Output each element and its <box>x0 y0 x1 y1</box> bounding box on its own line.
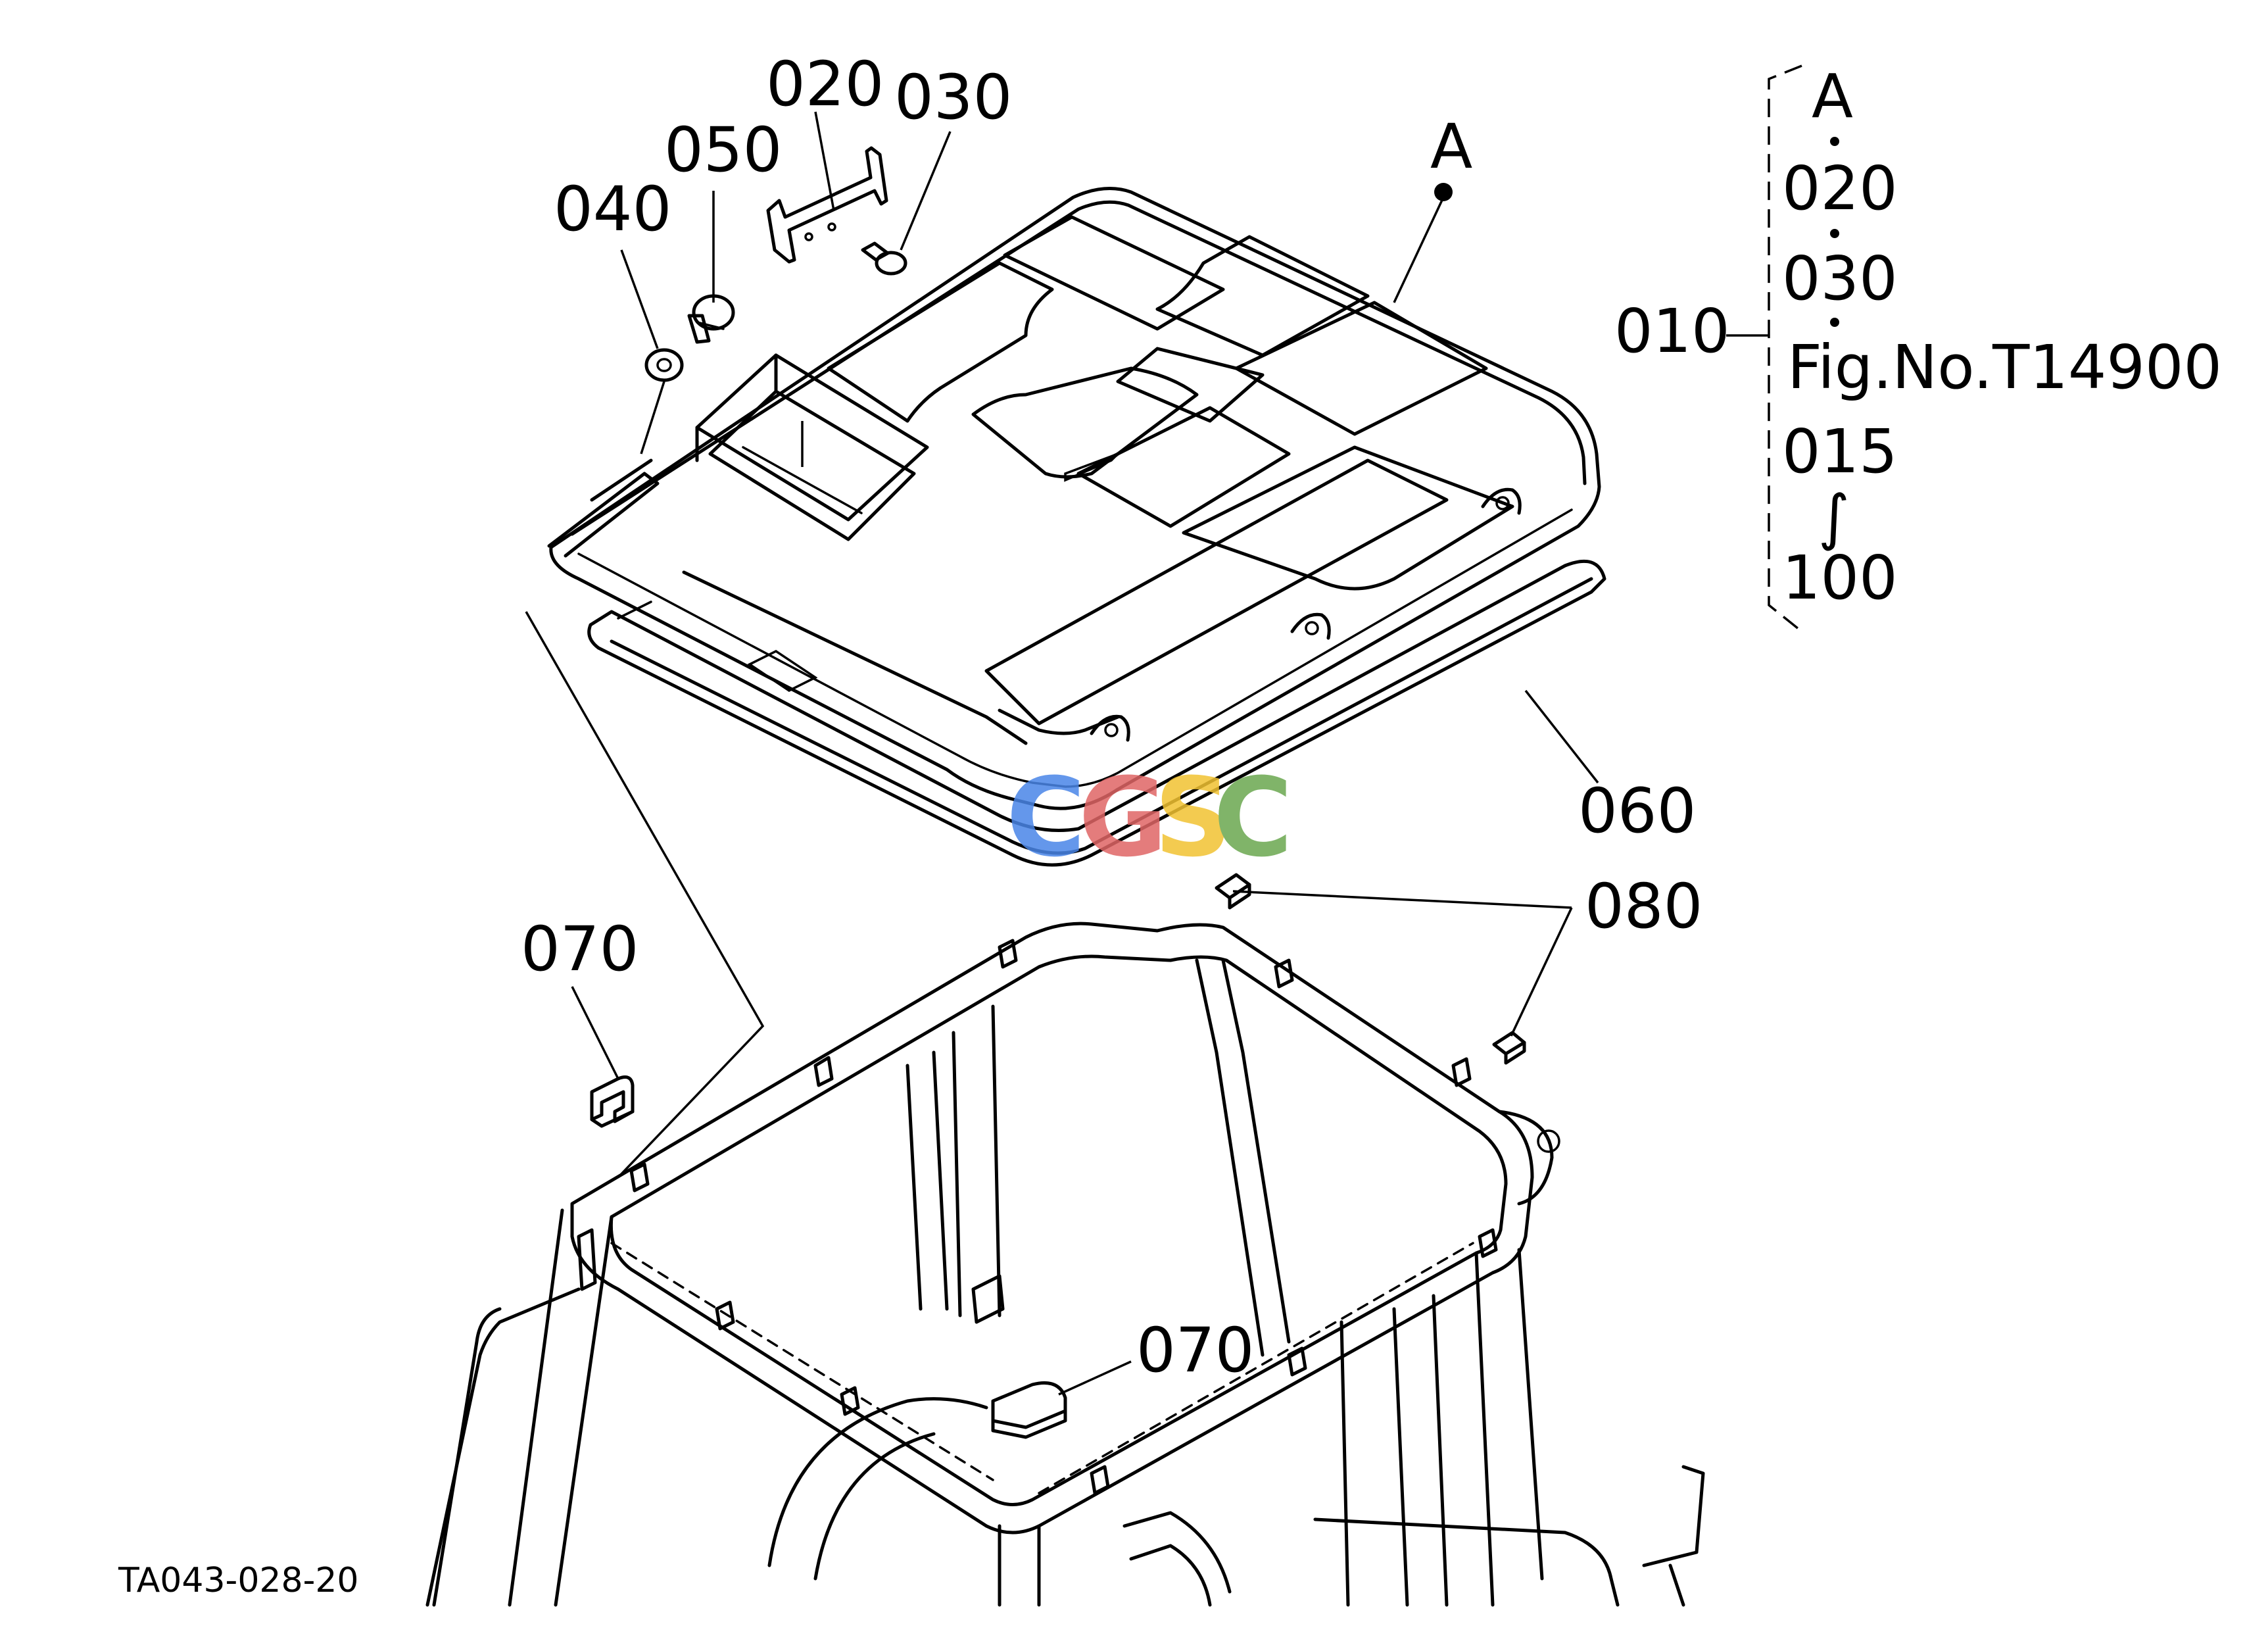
side-list-item-A: A <box>1812 61 1853 132</box>
bolt-050 <box>687 294 735 344</box>
watermark-letter: G <box>1078 754 1167 881</box>
stud-030 <box>861 241 907 276</box>
watermark-logo: C G S C <box>1006 754 1293 881</box>
side-list-item-030: 030 <box>1782 243 1898 314</box>
pad-080 <box>1215 873 1526 1065</box>
watermark-letter: C <box>1006 754 1086 881</box>
roof-panel <box>547 187 1601 810</box>
cab-frame <box>425 922 1705 1607</box>
side-list-item-020: 020 <box>1782 153 1898 224</box>
leader-lines <box>525 111 1769 1396</box>
side-list-range-symbol: ∫ <box>1818 482 1850 553</box>
roof-seal <box>587 559 1606 867</box>
callout-040: 040 <box>554 174 671 245</box>
watermark-letter: C <box>1213 754 1293 881</box>
watermark-letter: S <box>1154 754 1232 881</box>
bracket-020 <box>766 146 888 264</box>
callout-070-left: 070 <box>521 914 639 985</box>
drawing-code: TA043-028-20 <box>118 1561 359 1600</box>
side-list-dot <box>1830 318 1839 327</box>
callout-080: 080 <box>1585 871 1702 943</box>
callout-050: 050 <box>664 114 782 186</box>
side-list-bracket <box>1768 64 1803 633</box>
callout-070-bottom: 070 <box>1136 1315 1254 1387</box>
side-list-dot <box>1830 229 1839 238</box>
callout-060: 060 <box>1578 775 1696 847</box>
side-list-dot <box>1830 137 1839 146</box>
side-list-parent: 010 <box>1614 296 1730 366</box>
clip-070-left <box>590 1075 635 1128</box>
washer-040 <box>644 348 684 382</box>
callout-030: 030 <box>894 62 1012 134</box>
side-list-item-015: 015 <box>1782 416 1898 487</box>
side-list-item-fig: Fig.No.T14900 <box>1787 332 2222 403</box>
callout-020: 020 <box>766 49 884 120</box>
side-list-item-100: 100 <box>1782 543 1898 613</box>
clip-070-bottom <box>991 1381 1067 1439</box>
callout-A: A <box>1430 111 1472 183</box>
